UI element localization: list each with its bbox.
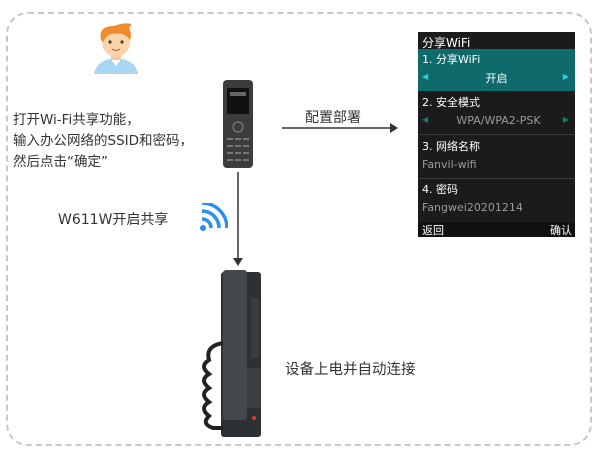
right-arrow-icon[interactable]: ▶ (562, 72, 569, 81)
menu-item-share-wifi[interactable]: 1. 分享WiFi ◀ 开启 ▶ (418, 49, 575, 91)
user-avatar-icon (94, 23, 138, 74)
arrow-right-icon (282, 123, 398, 133)
dashed-frame (6, 12, 592, 446)
item2-label: 2. 安全模式 (422, 96, 480, 109)
arrow-down-icon (233, 172, 243, 266)
share-label: W611W开启共享 (58, 212, 169, 228)
back-softkey[interactable]: 返回 (422, 224, 444, 237)
config-label: 配置部署 (305, 110, 361, 126)
handset-phone-icon (223, 80, 253, 168)
screen-title: 分享WiFi (422, 36, 471, 50)
connect-label: 设备上电并自动连接 (285, 362, 416, 378)
instruction-line-3: 然后点击“确定” (13, 154, 108, 170)
item1-label: 1. 分享WiFi (422, 53, 481, 66)
item3-label: 3. 网络名称 (422, 140, 480, 153)
right-arrow-icon[interactable]: ▶ (562, 115, 569, 124)
phone-screen: 分享WiFi 1. 分享WiFi ◀ 开启 ▶ 2. 安全模式 ◀ WPA/WP… (418, 32, 575, 237)
wifi-icon (200, 203, 228, 231)
item2-value: WPA/WPA2-PSK (456, 114, 541, 127)
menu-item-security-mode[interactable]: ◀ WPA/WPA2-PSK ▶ (418, 114, 575, 130)
confirm-softkey[interactable]: 确认 (550, 224, 572, 237)
instruction-line-2: 输入办公网络的SSID和密码， (13, 133, 194, 149)
item4-label: 4. 密码 (422, 183, 458, 196)
item3-value[interactable]: Fanvil-wifi (422, 158, 477, 171)
left-arrow-icon[interactable]: ◀ (422, 115, 429, 124)
instruction-line-1: 打开Wi-Fi共享功能， (13, 112, 140, 128)
item4-value[interactable]: Fangwei20201214 (422, 201, 523, 214)
wall-phone-icon (202, 270, 261, 437)
item1-value: 开启 (485, 72, 508, 85)
left-arrow-icon[interactable]: ◀ (422, 72, 429, 81)
softkey-bar: 返回 确认 (418, 222, 575, 237)
